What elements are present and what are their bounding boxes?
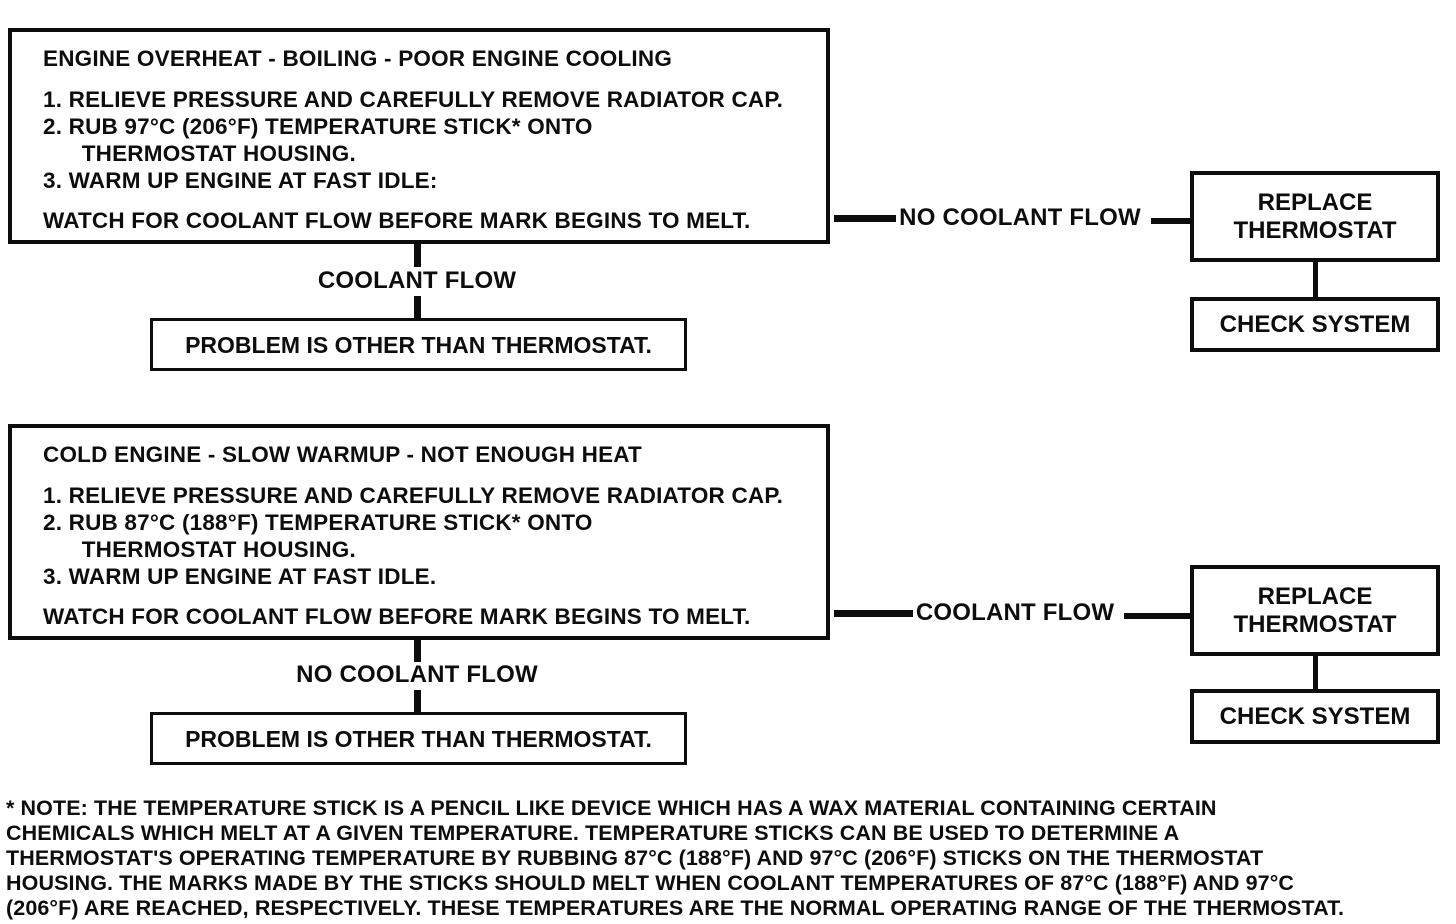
footnote-line: HOUSING. THE MARKS MADE BY THE STICKS SH… xyxy=(6,871,1295,895)
connector-line xyxy=(1124,613,1190,619)
footnote-line: (206°F) ARE REACHED, RESPECTIVELY. THESE… xyxy=(6,896,1345,920)
connector-line xyxy=(834,215,896,222)
overheat-step-1: 1. RELIEVE PRESSURE AND CAREFULLY REMOVE… xyxy=(43,87,784,112)
overheat-step-2-continued: THERMOSTAT HOUSING. xyxy=(43,141,356,166)
connector-line xyxy=(414,690,421,712)
temperature-stick-footnote: * NOTE: THE TEMPERATURE STICK IS A PENCI… xyxy=(6,796,1454,921)
connector-line xyxy=(1313,262,1318,298)
cold-engine-replace-thermostat-box: REPLACE THERMOSTAT xyxy=(1190,565,1440,656)
overheat-steps: 1. RELIEVE PRESSURE AND CAREFULLY REMOVE… xyxy=(43,86,806,194)
cold-engine-check-system-box: CHECK SYSTEM xyxy=(1190,689,1440,744)
overheat-no-coolant-flow-label: NO COOLANT FLOW xyxy=(899,204,1141,231)
overheat-replace-thermostat-box: REPLACE THERMOSTAT xyxy=(1190,171,1440,262)
cold-engine-no-coolant-flow-label: NO COOLANT FLOW xyxy=(296,661,538,688)
overheat-coolant-flow-label: COOLANT FLOW xyxy=(317,267,517,294)
connector-line xyxy=(414,640,421,662)
cold-engine-step-2-continued: THERMOSTAT HOUSING. xyxy=(43,537,356,562)
overheat-step-3: 3. WARM UP ENGINE AT FAST IDLE: xyxy=(43,168,438,193)
cold-engine-step-3: 3. WARM UP ENGINE AT FAST IDLE. xyxy=(43,564,437,589)
cold-engine-steps: 1. RELIEVE PRESSURE AND CAREFULLY REMOVE… xyxy=(43,482,806,590)
overheat-step-2: 2. RUB 97°C (206°F) TEMPERATURE STICK* O… xyxy=(43,114,593,139)
overheat-watch-line: WATCH FOR COOLANT FLOW BEFORE MARK BEGIN… xyxy=(43,208,751,233)
footnote-line: * NOTE: THE TEMPERATURE STICK IS A PENCI… xyxy=(6,796,1217,820)
overheat-title: ENGINE OVERHEAT - BOILING - POOR ENGINE … xyxy=(43,46,673,71)
cold-engine-step-2: 2. RUB 87°C (188°F) TEMPERATURE STICK* O… xyxy=(43,510,593,535)
cold-engine-problem-other-box: PROBLEM IS OTHER THAN THERMOSTAT. xyxy=(150,712,687,765)
connector-line xyxy=(414,296,421,318)
cold-engine-procedure-box: COLD ENGINE - SLOW WARMUP - NOT ENOUGH H… xyxy=(8,424,830,640)
cold-engine-watch-line: WATCH FOR COOLANT FLOW BEFORE MARK BEGIN… xyxy=(43,604,751,629)
connector-line xyxy=(414,244,421,267)
cold-engine-title: COLD ENGINE - SLOW WARMUP - NOT ENOUGH H… xyxy=(43,442,643,467)
overheat-check-system-box: CHECK SYSTEM xyxy=(1190,297,1440,352)
footnote-line: THERMOSTAT'S OPERATING TEMPERATURE BY RU… xyxy=(6,846,1264,870)
cold-engine-coolant-flow-label: COOLANT FLOW xyxy=(915,599,1115,626)
footnote-line: CHEMICALS WHICH MELT AT A GIVEN TEMPERAT… xyxy=(6,821,1180,845)
connector-line xyxy=(834,610,913,617)
cold-engine-step-1: 1. RELIEVE PRESSURE AND CAREFULLY REMOVE… xyxy=(43,483,784,508)
connector-line xyxy=(1313,655,1318,689)
overheat-procedure-box: ENGINE OVERHEAT - BOILING - POOR ENGINE … xyxy=(8,28,830,244)
connector-line xyxy=(1151,218,1190,224)
overheat-problem-other-box: PROBLEM IS OTHER THAN THERMOSTAT. xyxy=(150,318,687,371)
